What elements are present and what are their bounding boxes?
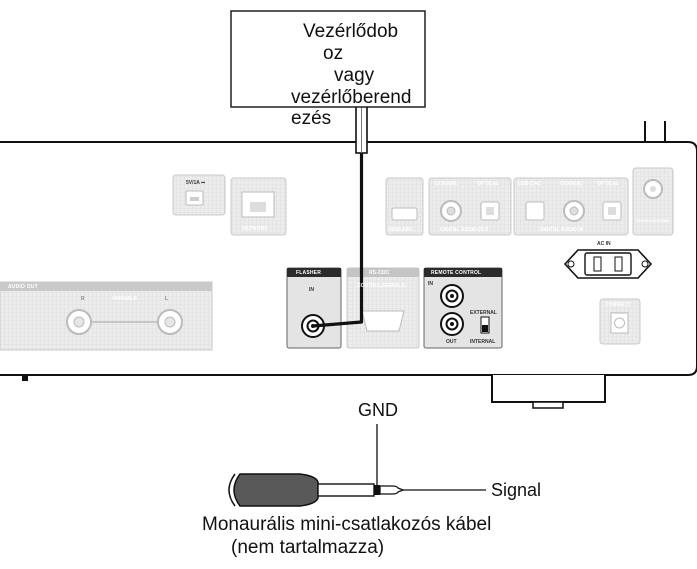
internal-label: INTERNAL [470, 339, 496, 345]
callout-line-4: vezérlőberend [291, 87, 412, 108]
rs232c-port[interactable] [361, 310, 405, 332]
flasher-label: FLASHER [296, 270, 322, 276]
external-label: EXTERNAL [470, 310, 497, 316]
rs232c-block [346, 267, 420, 349]
hdmi-arc-label: HDMI ARC [388, 227, 413, 233]
callout-line-2: oz [323, 43, 344, 64]
digital-audio-in-label: DIGITAL AUDIO IN [540, 227, 584, 233]
coaxial-in-label: COAXIAL [560, 181, 583, 187]
channel-l-label: L [165, 296, 169, 302]
gnd-label: GND [358, 400, 398, 420]
remote-out-label: OUT [446, 339, 457, 345]
digital-audio-out-label: DIGITAL AUDIO OUT [440, 227, 489, 233]
rs232c-sub-label: CONTROL/SERIALS [357, 283, 405, 289]
hdmi-arc-port[interactable] [385, 177, 424, 236]
optical-in-label: OPTICAL [597, 181, 619, 187]
ac-inlet[interactable] [563, 249, 653, 279]
cable-caption-line-2: (nem tartalmazza) [231, 537, 385, 558]
variable-label: VARIABLE [112, 296, 138, 302]
cable-caption-line-1: Monaurális mini-csatlakozós kábel [202, 514, 492, 535]
radio-antenna-label: RADIO ANTENNA [636, 218, 670, 223]
network-port[interactable] [230, 177, 287, 236]
ac-in-label: AC IN [597, 241, 611, 247]
audio-out-block [0, 281, 213, 351]
mini-plug-illustration [228, 424, 486, 507]
usb-dac-port[interactable] [525, 201, 545, 221]
optical-out-label: OPTICAL [477, 181, 499, 187]
radio-antenna-port[interactable] [632, 167, 674, 236]
callout-line-3: vagy [334, 65, 375, 86]
connect-button[interactable] [599, 298, 641, 345]
callout-line-5: ezés [291, 108, 332, 129]
usb-dac-label: USB-DAC [518, 181, 542, 187]
network-label: NETWORK [242, 226, 268, 232]
callout-line-1: Vezérlődob [303, 21, 399, 42]
audio-out-label: AUDIO OUT [8, 284, 38, 290]
flasher-block [286, 267, 342, 349]
usb-port[interactable] [172, 174, 226, 216]
usb-rating-label: 5V/1A ⎓ [186, 180, 206, 186]
coaxial-out-label: COAXIAL [435, 181, 458, 187]
control-cable [312, 104, 368, 328]
digital-audio-out-block [428, 177, 512, 236]
digital-audio-in-block [513, 177, 629, 236]
remote-in-label: IN [428, 281, 433, 287]
remote-control-block [423, 267, 503, 349]
connect-label: CONNECT [605, 302, 630, 308]
control-device-callout [230, 10, 426, 108]
signal-label: Signal [491, 480, 542, 500]
rs232c-label: RS-232C [369, 270, 390, 276]
flasher-in-label: IN [309, 287, 314, 293]
remote-control-label: REMOTE CONTROL [431, 270, 482, 276]
channel-r-label: R [81, 296, 85, 302]
